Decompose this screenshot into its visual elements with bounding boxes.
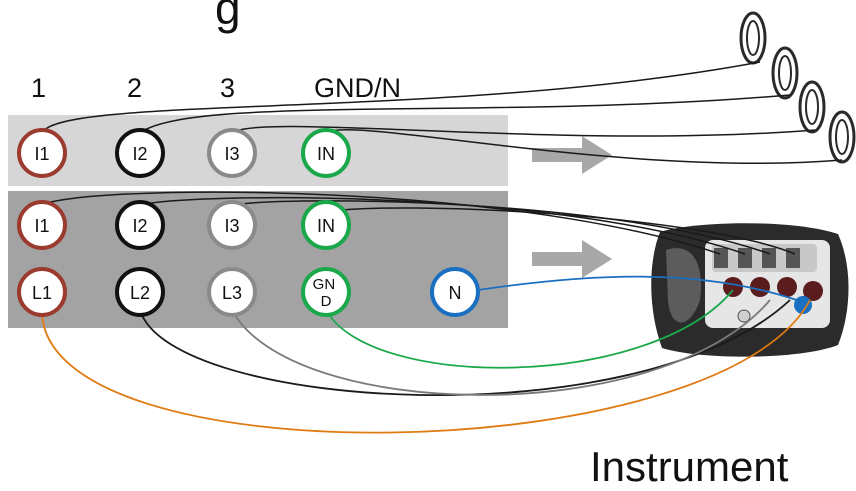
terminal-gnd: GN D bbox=[301, 267, 351, 317]
phase-label-2: 2 bbox=[127, 73, 142, 103]
flow-arrow-icon bbox=[532, 136, 612, 174]
terminal-label: GN D bbox=[313, 276, 340, 310]
terminal-label: IN bbox=[317, 216, 335, 236]
flow-arrow-icon bbox=[532, 240, 612, 278]
terminal-i1: I1 bbox=[17, 200, 67, 250]
terminal-label: I2 bbox=[132, 216, 147, 236]
clamp-terminal-panel bbox=[8, 115, 508, 186]
voltage-cable-n bbox=[477, 275, 806, 304]
current-cable-n bbox=[325, 207, 796, 255]
terminal-l2: L2 bbox=[115, 267, 165, 317]
clamp-cables bbox=[41, 61, 843, 165]
terminal-l1: L1 bbox=[17, 267, 67, 317]
phase-label-1: 1 bbox=[31, 73, 46, 103]
terminal-in-clamp: IN bbox=[301, 128, 351, 178]
clamp-cable-n bbox=[325, 128, 843, 165]
current-cable-3 bbox=[231, 200, 771, 255]
terminal-label: N bbox=[449, 283, 462, 303]
terminal-i3: I3 bbox=[207, 200, 257, 250]
clamp-terminals: I1 I2 I3 IN bbox=[17, 128, 351, 178]
terminal-label: L3 bbox=[222, 283, 242, 303]
current-cables bbox=[41, 191, 796, 255]
direct-voltage-terminals: L1 L2 L3 GN D N bbox=[17, 267, 480, 317]
voltage-cable-l1 bbox=[41, 299, 811, 434]
terminal-label: I2 bbox=[132, 144, 147, 164]
terminal-i3-clamp: I3 bbox=[207, 128, 257, 178]
terminal-n: N bbox=[430, 267, 480, 317]
instrument-caption: Instrument bbox=[590, 443, 789, 490]
terminal-label: I3 bbox=[224, 144, 239, 164]
terminal-label: IN bbox=[317, 144, 335, 164]
voltage-cable-l3 bbox=[231, 299, 771, 396]
voltage-cables bbox=[41, 275, 811, 434]
voltage-cable-l2 bbox=[139, 299, 791, 396]
terminal-label-line-2: D bbox=[321, 293, 332, 310]
phase-label-gnd-n: GND/N bbox=[314, 73, 401, 103]
terminal-label: L2 bbox=[130, 283, 150, 303]
current-cable-2 bbox=[139, 196, 746, 255]
terminal-i2-clamp: I2 bbox=[115, 128, 165, 178]
power-analyzer-icon bbox=[651, 223, 849, 357]
title-fragment: g bbox=[215, 0, 241, 34]
current-clamps bbox=[739, 11, 856, 164]
current-clamp-icon bbox=[798, 80, 826, 134]
voltage-cable-gnd bbox=[325, 289, 734, 369]
terminal-i2: I2 bbox=[115, 200, 165, 250]
terminal-label-line-1: GN bbox=[313, 276, 336, 293]
current-clamp-icon bbox=[739, 11, 767, 65]
terminal-label: I1 bbox=[34, 216, 49, 236]
direct-terminal-panel bbox=[8, 191, 508, 328]
clamp-cable-1 bbox=[41, 61, 761, 134]
direct-current-terminals: I1 I2 I3 IN bbox=[17, 200, 351, 250]
clamp-cable-2 bbox=[139, 94, 791, 134]
terminal-label: L1 bbox=[32, 283, 52, 303]
phase-label-3: 3 bbox=[220, 73, 235, 103]
clamp-cable-3 bbox=[231, 125, 816, 137]
terminal-label: I1 bbox=[34, 144, 49, 164]
terminal-in: IN bbox=[301, 200, 351, 250]
current-clamp-icon bbox=[828, 110, 856, 164]
terminal-l3: L3 bbox=[207, 267, 257, 317]
terminal-label: I3 bbox=[224, 216, 239, 236]
terminal-i1-clamp: I1 bbox=[17, 128, 67, 178]
current-clamp-icon bbox=[771, 46, 799, 100]
current-cable-1 bbox=[41, 191, 721, 255]
